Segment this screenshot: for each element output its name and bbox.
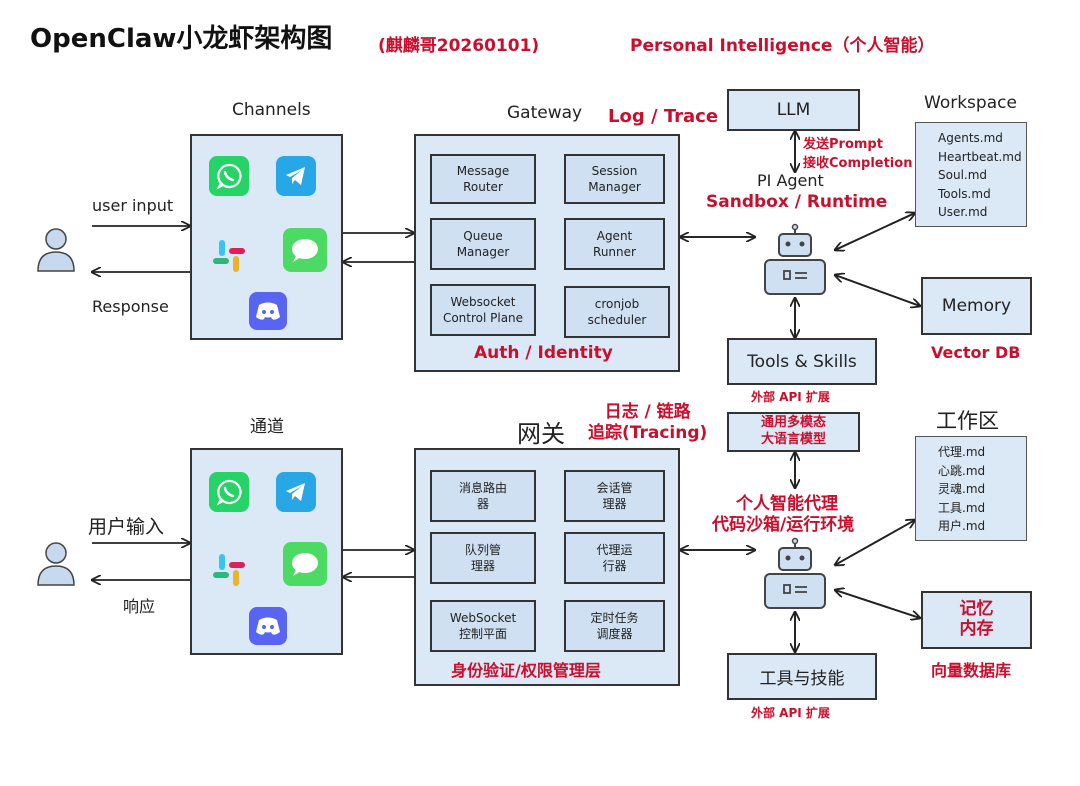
page-subtitle: (麒麟哥20260101) [378, 36, 540, 56]
workspace-file: 工具.md [938, 500, 986, 515]
workspace-file: Tools.md [938, 186, 991, 201]
zh-websocket-control-plane-box: WebSocket 控制平面 [430, 600, 536, 652]
robot-icon [764, 223, 826, 295]
workspace-file: Heartbeat.md [938, 149, 1022, 164]
session-manager-box: Session Manager [564, 154, 665, 204]
discord-icon [249, 607, 287, 645]
zh-sandbox-label: 代码沙箱/运行环境 [712, 515, 855, 535]
receive-completion-label: 接收Completion [803, 156, 913, 171]
zh-agent-runner-box: 代理运 行器 [564, 532, 665, 584]
workspace-file: User.md [938, 205, 988, 219]
imessage-icon [283, 542, 327, 586]
sandbox-runtime-label: Sandbox / Runtime [706, 192, 888, 212]
zh-log-trace-label: 日志 / 链路 追踪(Tracing) [588, 402, 708, 444]
response-label: Response [92, 297, 169, 316]
log-trace-label: Log / Trace [608, 106, 719, 127]
user-input-label: user input [92, 196, 174, 215]
zh-workspace-label: 工作区 [936, 409, 999, 433]
page-title: OpenClaw小龙虾架构图 [30, 24, 333, 54]
llm-box: LLM [727, 89, 860, 131]
vector-db-label: Vector DB [931, 343, 1021, 362]
cronjob-scheduler-box: cronjob scheduler [564, 286, 670, 338]
zh-message-router-box: 消息路由 器 [430, 470, 536, 522]
user-icon [37, 228, 75, 272]
whatsapp-icon [209, 156, 249, 196]
telegram-icon [276, 156, 316, 196]
whatsapp-icon [209, 472, 249, 512]
zh-tools-skills-box: 工具与技能 [727, 653, 877, 700]
external-api-label: 外部 API 扩展 [751, 390, 830, 404]
channels-label: Channels [232, 100, 311, 120]
workspace-file: 代理.md [938, 445, 986, 459]
zh-cronjob-scheduler-box: 定时任务 调度器 [564, 600, 665, 652]
auth-identity-label: Auth / Identity [474, 343, 613, 363]
zh-user-input-label: 用户输入 [88, 516, 165, 538]
gateway-label: Gateway [507, 103, 583, 123]
robot-icon [764, 537, 826, 609]
tools-skills-box: Tools & Skills [727, 338, 877, 385]
zh-gateway-label: 网关 [517, 420, 565, 448]
zh-channels-label: 通道 [250, 417, 284, 437]
zh-session-manager-box: 会话管 理器 [564, 470, 665, 522]
zh-llm-box: 通用多模态 大语言模型 [727, 412, 860, 452]
workspace-file: 心跳.md [938, 463, 986, 478]
message-router-box: Message Router [430, 154, 536, 204]
workspace-file: Soul.md [938, 168, 988, 182]
slack-icon [209, 550, 249, 590]
send-prompt-label: 发送Prompt [803, 137, 883, 152]
workspace-file: Agents.md [938, 131, 1003, 145]
telegram-icon [276, 472, 316, 512]
agent-runner-box: Agent Runner [564, 218, 665, 270]
user-icon [37, 542, 75, 586]
memory-box: Memory [921, 277, 1032, 335]
slack-icon [209, 236, 249, 276]
zh-memory-box: 记忆 内存 [921, 591, 1032, 649]
workspace-file: 用户.md [938, 519, 986, 533]
zh-agent-label: 个人智能代理 [736, 494, 838, 514]
zh-workspace-file-list: 代理.md 心跳.md 灵魂.md 工具.md 用户.md [915, 436, 1027, 541]
imessage-icon [283, 228, 327, 272]
websocket-control-plane-box: Websocket Control Plane [430, 284, 536, 336]
zh-vector-db-label: 向量数据库 [931, 661, 1012, 680]
zh-external-api-label: 外部 API 扩展 [751, 706, 830, 720]
workspace-file: 灵魂.md [938, 482, 986, 496]
workspace-label: Workspace [924, 93, 1017, 113]
queue-manager-box: Queue Manager [430, 218, 536, 270]
workspace-file-list: Agents.md Heartbeat.md Soul.md Tools.md … [915, 122, 1027, 227]
pi-agent-label: PI Agent [757, 171, 824, 190]
zh-response-label: 响应 [123, 597, 156, 616]
page-tagline: Personal Intelligence（个人智能） [630, 36, 935, 56]
discord-icon [249, 292, 287, 330]
zh-queue-manager-box: 队列管 理器 [430, 532, 536, 584]
zh-auth-identity-label: 身份验证/权限管理层 [451, 661, 601, 680]
